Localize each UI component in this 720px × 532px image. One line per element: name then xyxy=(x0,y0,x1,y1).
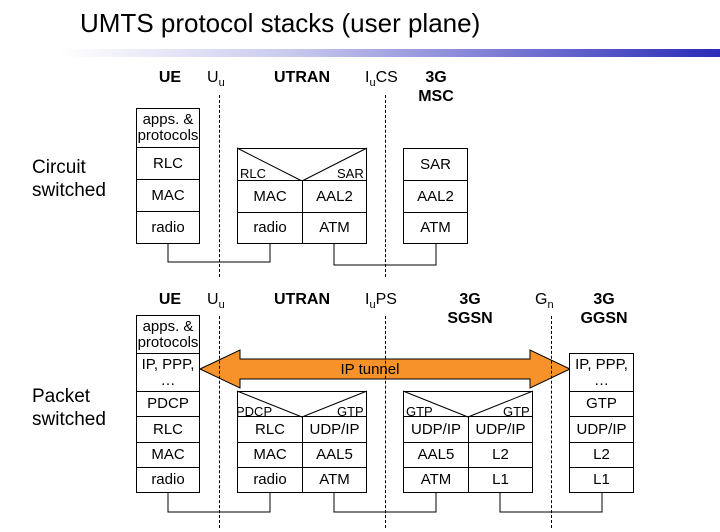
circuit-if-iucs: IuCS xyxy=(365,68,398,93)
packet-sgsn-aal5: AAL5 xyxy=(403,442,469,468)
circuit-label-line1: Circuit xyxy=(32,157,86,178)
packet-sgsn-relay-box xyxy=(403,391,533,417)
packet-ggsn-l2: L2 xyxy=(569,442,634,468)
packet-if-uu: Uu xyxy=(207,290,225,315)
packet-ue-rlc: RLC xyxy=(136,416,200,443)
packet-col-ggsn-line2: GGSN xyxy=(580,310,628,327)
circuit-msc-aal2: AAL2 xyxy=(403,180,468,213)
circuit-utran-sar-label: SAR xyxy=(337,166,364,181)
packet-if-gn-main: G xyxy=(535,291,548,308)
packet-iups-dashed-line xyxy=(385,316,386,528)
circuit-msc-sar: SAR xyxy=(403,148,468,181)
page-title: UMTS protocol stacks (user plane) xyxy=(80,8,481,38)
circuit-uu-dashed-line xyxy=(219,95,220,277)
packet-if-uu-main: U xyxy=(207,291,219,308)
packet-utran-pdcp-label: PDCP xyxy=(236,404,273,419)
circuit-col-msc-line2: MSC xyxy=(418,88,454,105)
circuit-col-msc-line1: 3G xyxy=(425,69,447,86)
circuit-switched-label: Circuit switched xyxy=(32,156,106,202)
title-gradient-rule xyxy=(60,49,720,57)
packet-utran-atm: ATM xyxy=(302,467,367,493)
packet-switched-label: Packet switched xyxy=(32,385,106,431)
packet-col-ue: UE xyxy=(158,291,182,308)
circuit-ue-mac: MAC xyxy=(136,179,200,212)
circuit-if-iucs-main: I xyxy=(365,69,370,86)
packet-if-gn: Gn xyxy=(535,290,554,315)
packet-sgsn-udpip-right: UDP/IP xyxy=(468,416,533,443)
circuit-utran-rlc-label: RLC xyxy=(240,166,267,181)
packet-utran-radio: radio xyxy=(237,467,303,493)
circuit-if-uu: Uu xyxy=(207,68,225,93)
circuit-iucs-dashed-line xyxy=(385,95,386,277)
circuit-label-line2: switched xyxy=(32,180,106,201)
packet-ue-mac: MAC xyxy=(136,442,200,468)
packet-sgsn-udpip-left: UDP/IP xyxy=(403,416,469,443)
packet-col-utran: UTRAN xyxy=(274,291,330,308)
circuit-if-iucs-rest: CS xyxy=(375,69,398,86)
packet-uu-dashed-line xyxy=(219,316,220,528)
packet-if-iups-rest: PS xyxy=(375,291,397,308)
packet-ue-ip-ppp: IP, PPP, … xyxy=(136,353,200,392)
packet-ggsn-l1: L1 xyxy=(569,467,634,493)
circuit-col-ue: UE xyxy=(158,69,182,86)
circuit-utran-radio: radio xyxy=(237,212,303,244)
circuit-if-uu-sub: u xyxy=(218,77,225,89)
packet-if-uu-sub: u xyxy=(218,299,225,311)
packet-if-iups-sub: u xyxy=(369,299,376,311)
circuit-col-utran: UTRAN xyxy=(274,69,330,86)
packet-label-line1: Packet xyxy=(32,386,91,407)
packet-ggsn-udpip: UDP/IP xyxy=(569,416,634,443)
packet-sgsn-atm: ATM xyxy=(403,467,469,493)
ip-tunnel-label: IP tunnel xyxy=(340,361,400,378)
packet-col-sgsn-line2: SGSN xyxy=(447,310,493,327)
circuit-if-uu-main: U xyxy=(207,69,219,86)
circuit-col-msc: 3G MSC xyxy=(406,68,466,106)
packet-ue-pdcp: PDCP xyxy=(136,391,200,417)
packet-col-sgsn: 3G SGSN xyxy=(440,290,500,328)
packet-utran-mac: MAC xyxy=(237,442,303,468)
packet-if-iups: IuPS xyxy=(365,290,397,315)
packet-ggsn-gtp: GTP xyxy=(569,391,634,417)
packet-gn-dashed-line xyxy=(551,316,552,528)
packet-ue-apps: apps. & protocols xyxy=(136,315,200,354)
circuit-ue-rlc: RLC xyxy=(136,147,200,180)
packet-utran-udpip: UDP/IP xyxy=(302,416,367,443)
packet-ggsn-ip-ppp: IP, PPP, … xyxy=(569,353,634,392)
circuit-utran-atm: ATM xyxy=(302,212,367,244)
packet-col-ggsn: 3G GGSN xyxy=(574,290,634,328)
packet-utran-gtp-label: GTP xyxy=(337,404,364,419)
packet-col-sgsn-line1: 3G xyxy=(459,291,481,308)
packet-sgsn-gtp-right-label: GTP xyxy=(503,404,530,419)
packet-col-ggsn-line1: 3G xyxy=(593,291,615,308)
circuit-msc-atm: ATM xyxy=(403,212,468,244)
packet-if-gn-sub: n xyxy=(547,299,554,311)
packet-label-line2: switched xyxy=(32,409,106,430)
packet-if-iups-main: I xyxy=(365,291,370,308)
packet-ue-radio: radio xyxy=(136,467,200,493)
circuit-if-iucs-sub: u xyxy=(369,77,376,89)
packet-sgsn-l1: L1 xyxy=(468,467,533,493)
packet-sgsn-gtp-left-label: GTP xyxy=(406,404,433,419)
circuit-ue-radio: radio xyxy=(136,211,200,244)
circuit-ue-apps: apps. & protocols xyxy=(136,108,200,148)
